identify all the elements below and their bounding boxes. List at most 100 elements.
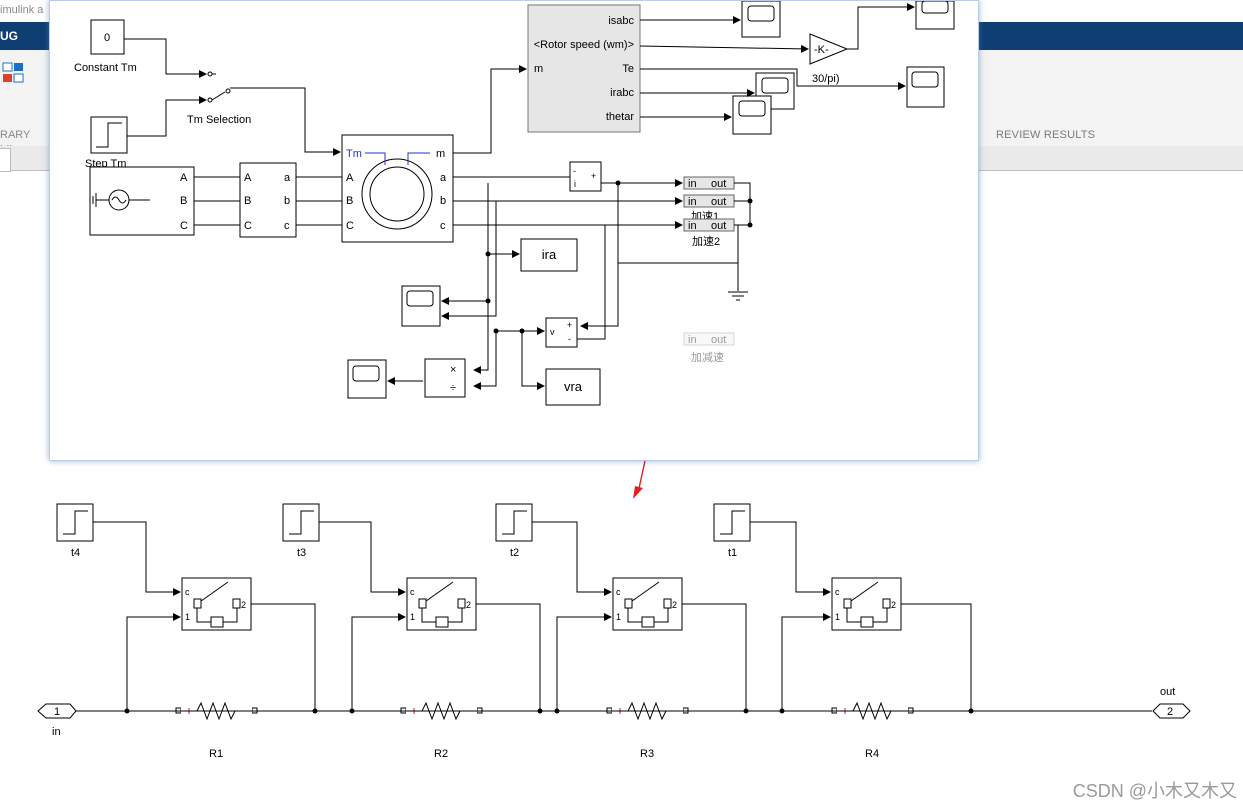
switch-label: Tm Selection	[187, 114, 251, 126]
model-tab[interactable]	[0, 148, 11, 172]
step-label-t3: t3	[297, 547, 306, 559]
resistor-label: R1	[209, 748, 223, 760]
bus-signal-te: Te	[622, 63, 634, 75]
sub2-in: in	[688, 220, 697, 232]
switch-port-1: 1	[835, 612, 840, 622]
step-block-t2[interactable]	[495, 503, 533, 542]
ribbon-section-review-results: REVIEW RESULTS	[996, 129, 1096, 141]
resistor-label: R3	[640, 748, 654, 760]
breaker-switch-3[interactable]: c 1 2	[612, 577, 683, 631]
switch-port-c: c	[835, 587, 840, 597]
switch-port-1: 1	[185, 612, 190, 622]
meas-port-b: b	[284, 195, 290, 207]
ribbon-tab-debug[interactable]: UG	[0, 29, 18, 43]
library-browser-icon[interactable]	[2, 62, 26, 89]
gain-block[interactable]: -K-	[809, 33, 849, 65]
scope-thetar[interactable]	[732, 95, 772, 135]
current-measurement-block[interactable]: - + i	[569, 161, 602, 192]
meas-port-C: C	[244, 220, 252, 232]
sub1-out: out	[711, 178, 726, 190]
bus-signal-thetar: thetar	[606, 111, 634, 123]
bus-selector-block[interactable]: m isabc <Rotor speed (wm)> Te irabc thet…	[527, 4, 641, 133]
outport-2[interactable]: 2	[1152, 703, 1191, 719]
voltage-measurement-block[interactable]: v + -	[545, 317, 578, 348]
switch-port-2: 2	[891, 600, 896, 610]
step-block-t4[interactable]	[56, 503, 94, 542]
breaker-switch-1[interactable]: c12	[181, 577, 252, 631]
ground-symbol	[728, 291, 748, 301]
sub3-in: in	[688, 334, 697, 346]
switch-port-c: c	[185, 587, 190, 597]
goto-ira[interactable]: ira	[520, 238, 578, 272]
switch-port-2: 2	[466, 600, 471, 610]
sub1-in: in	[688, 178, 697, 190]
constant-value: 0	[104, 32, 110, 44]
inport-1[interactable]: 1	[37, 703, 77, 719]
subsystem-accel1[interactable]: in out	[683, 176, 735, 190]
tm-selection-switch[interactable]	[207, 71, 231, 103]
meas-port-B: B	[244, 195, 251, 207]
scope-power[interactable]	[347, 359, 387, 399]
scope-te[interactable]	[906, 66, 945, 108]
machine-port-c: c	[440, 220, 446, 232]
inport-number: 1	[54, 706, 60, 718]
switch-port-1: 1	[616, 612, 621, 622]
asynchronous-machine-block[interactable]: Tm m A B C a b c	[341, 134, 454, 243]
resistor-label: R2	[434, 748, 448, 760]
sub1b-in: in	[688, 196, 697, 208]
step-block[interactable]	[90, 116, 128, 154]
switch-port-1: 1	[410, 612, 415, 622]
scope-isabc[interactable]	[741, 0, 781, 38]
machine-port-C: C	[346, 220, 354, 232]
volt-meas-minus: -	[568, 334, 571, 344]
source-port-c: C	[180, 220, 188, 232]
simulink-canvas[interactable]: 0 Constant Tm Step Tm Tm Selection A B C…	[49, 0, 979, 461]
bus-signal-rotor-speed: <Rotor speed (wm)>	[534, 39, 634, 51]
subsystem-accel2-label: 加速2	[692, 235, 720, 248]
goto-vra-label: vra	[564, 379, 583, 394]
current-meas-minus: -	[573, 166, 576, 176]
step-block-t3[interactable]	[282, 503, 320, 542]
constant-block[interactable]: 0	[90, 19, 125, 55]
goto-ira-label: ira	[542, 247, 557, 262]
machine-m-port: m	[436, 148, 445, 160]
bus-signal-irabc: irabc	[610, 87, 634, 99]
step-label-t1: t1	[728, 547, 737, 559]
gain-label: 30/pi)	[812, 73, 840, 85]
subsystem-accel1b[interactable]: in out	[683, 194, 735, 208]
scope-speed[interactable]	[915, 0, 955, 30]
meas-port-A: A	[244, 172, 252, 184]
volt-meas-v: v	[550, 327, 555, 337]
source-port-b: B	[180, 195, 187, 207]
breaker-switch-4[interactable]: c 1 2	[831, 577, 902, 631]
machine-port-B: B	[346, 195, 353, 207]
constant-label: Constant Tm	[74, 62, 137, 74]
gain-value: -K-	[814, 44, 829, 56]
switch-port-c: c	[616, 587, 621, 597]
sub2-out: out	[711, 220, 726, 232]
switch-port-c: c	[410, 587, 415, 597]
machine-tm-port: Tm	[346, 148, 362, 160]
current-meas-plus: +	[591, 171, 596, 181]
subsystem-accel-decel[interactable]: in out	[683, 332, 735, 346]
product-block[interactable]: × ÷	[424, 358, 466, 398]
ribbon-section-library: RARY	[0, 129, 31, 141]
switch-port-2: 2	[672, 600, 677, 610]
product-divide: ÷	[450, 382, 456, 394]
scope-ira[interactable]	[401, 285, 441, 327]
annotation-arrow	[637, 461, 646, 494]
bus-signal-isabc: isabc	[608, 15, 634, 27]
outport-label: out	[1160, 686, 1175, 698]
three-phase-measurement-block[interactable]: A B C a b c	[239, 162, 297, 238]
volt-meas-plus: +	[567, 320, 572, 330]
three-phase-source-block[interactable]: A B C	[89, 166, 195, 236]
step-label-t2: t2	[510, 547, 519, 559]
breaker-switch-2[interactable]: c 1 2	[406, 577, 477, 631]
goto-vra[interactable]: vra	[545, 368, 601, 406]
watermark: CSDN @小木又木又	[1072, 781, 1237, 801]
subsystem-accel2[interactable]: in out	[683, 218, 735, 232]
machine-port-a: a	[440, 172, 447, 184]
window-title: imulink a	[0, 4, 44, 16]
step-block-t1[interactable]	[713, 503, 751, 542]
